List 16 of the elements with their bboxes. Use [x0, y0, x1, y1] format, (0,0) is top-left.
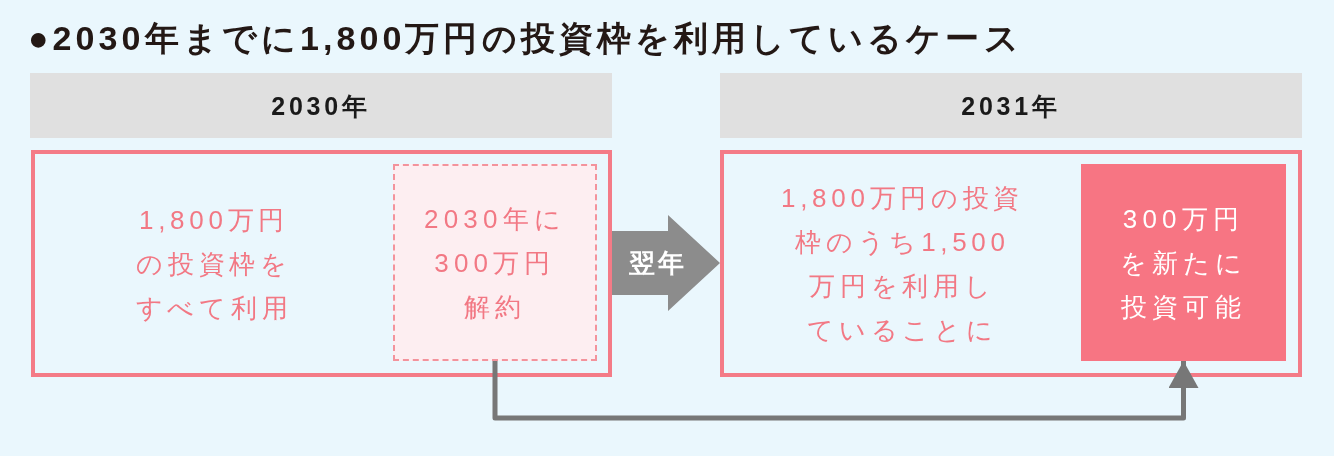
block-arrow [612, 215, 720, 311]
edge-label: 翌年 [629, 247, 687, 280]
year-label: 2031年 [961, 90, 1061, 122]
dashed-box [393, 164, 597, 361]
year-label: 2030年 [271, 90, 371, 122]
note-text: 2030年に300万円解約 [422, 202, 567, 324]
year-header [30, 73, 612, 138]
highlight-box [1081, 164, 1286, 361]
year-header [720, 73, 1302, 138]
panel-text: 1,800万円の投資枠をすべて利用 [134, 203, 294, 325]
title: ●2030年までに1,800万円の投資枠を利用しているケース [28, 18, 1023, 59]
year-panel [31, 150, 612, 377]
connector-arrow [492, 361, 1199, 421]
panel-text: 1,800万円の投資枠のうち1,500万円を利用していることに [780, 181, 1025, 347]
year-panel [720, 150, 1302, 377]
highlight-text: 300万円を新たに投資可能 [1118, 202, 1249, 324]
